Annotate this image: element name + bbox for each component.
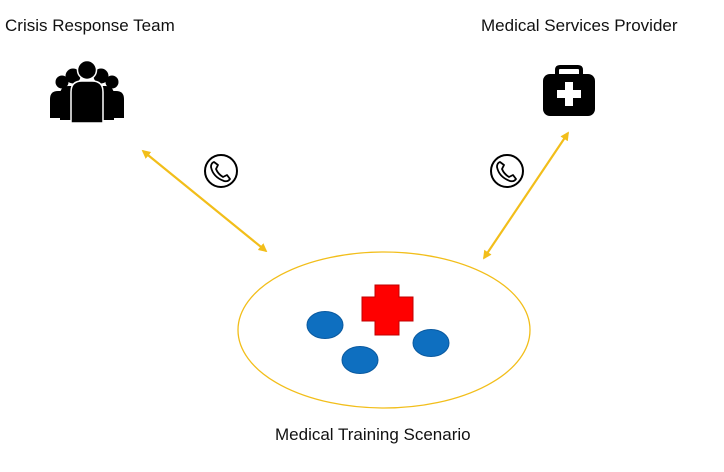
first-aid-kit-icon [543, 65, 595, 116]
participant-dot [341, 346, 379, 374]
red-cross-icon [361, 284, 414, 336]
phone-icon [204, 154, 238, 188]
scenario-ellipse [237, 251, 531, 409]
provider-to-scenario-arrow [483, 131, 569, 260]
crisis-response-team-label: Crisis Response Team [5, 16, 175, 35]
phone-icon [490, 154, 524, 188]
medical-training-scenario-label: Medical Training Scenario [275, 425, 471, 444]
participant-dot [412, 329, 450, 357]
crisis-to-scenario-arrow [141, 149, 268, 253]
group-people-icon [50, 59, 124, 124]
participant-dot [306, 311, 344, 339]
medical-services-provider-label: Medical Services Provider [481, 16, 678, 35]
